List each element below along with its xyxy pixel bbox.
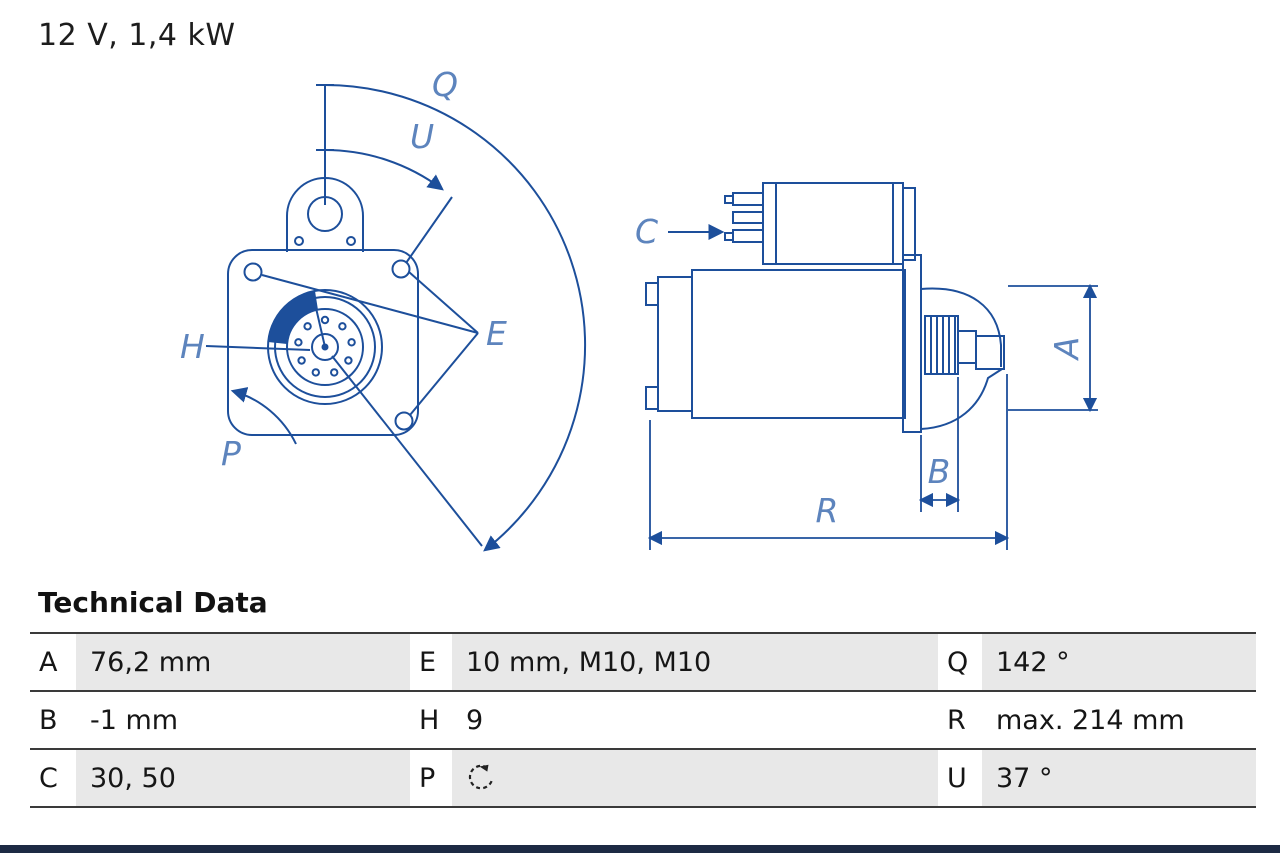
dim-label-c: C: [635, 212, 658, 251]
dim-label-r: R: [816, 491, 839, 530]
param-key: B: [39, 704, 58, 736]
param-value: 9: [466, 704, 484, 736]
table-row: B -1 mm H 9 R max. 214 mm: [30, 690, 1256, 748]
counterclockwise-rotation-icon: [468, 764, 494, 790]
param-value: 10 mm, M10, M10: [452, 634, 938, 690]
param-key: H: [419, 704, 440, 736]
dim-label-e: E: [486, 314, 507, 353]
table-row: A 76,2 mm E 10 mm, M10, M10 Q 142 °: [30, 632, 1256, 690]
param-key: E: [419, 646, 437, 678]
param-value: max. 214 mm: [996, 704, 1185, 736]
technical-drawing: Q U E H P C A B R: [180, 65, 1098, 552]
page-title: 12 V, 1,4 kW: [38, 18, 236, 53]
dim-label-p: P: [221, 434, 241, 473]
param-key: U: [947, 762, 967, 794]
param-value: 142 °: [982, 634, 1256, 690]
param-key: C: [39, 762, 58, 794]
table-row: C 30, 50 P U 37 °: [30, 748, 1256, 808]
param-key: Q: [947, 646, 969, 678]
param-value-rotation: [452, 750, 938, 806]
param-key: R: [947, 704, 966, 736]
side-view: [645, 182, 1098, 550]
param-value: 30, 50: [76, 750, 410, 806]
technical-data-table: A 76,2 mm E 10 mm, M10, M10 Q 142 ° B -1…: [30, 632, 1256, 808]
dim-label-q: Q: [432, 65, 458, 104]
gear-key-sector: [268, 291, 318, 344]
dim-label-a: A: [1047, 337, 1086, 362]
param-value: 37 °: [982, 750, 1256, 806]
param-key: A: [39, 646, 58, 678]
front-view: [205, 84, 587, 552]
dim-label-h: H: [180, 327, 205, 366]
dim-label-u: U: [410, 117, 434, 156]
param-value: 76,2 mm: [76, 634, 410, 690]
table-title: Technical Data: [38, 586, 268, 619]
gear-center-dot: [321, 343, 329, 351]
bottom-bar: [0, 845, 1280, 853]
param-key: P: [419, 762, 436, 794]
dim-label-b: B: [928, 452, 951, 491]
param-value: -1 mm: [90, 704, 179, 736]
